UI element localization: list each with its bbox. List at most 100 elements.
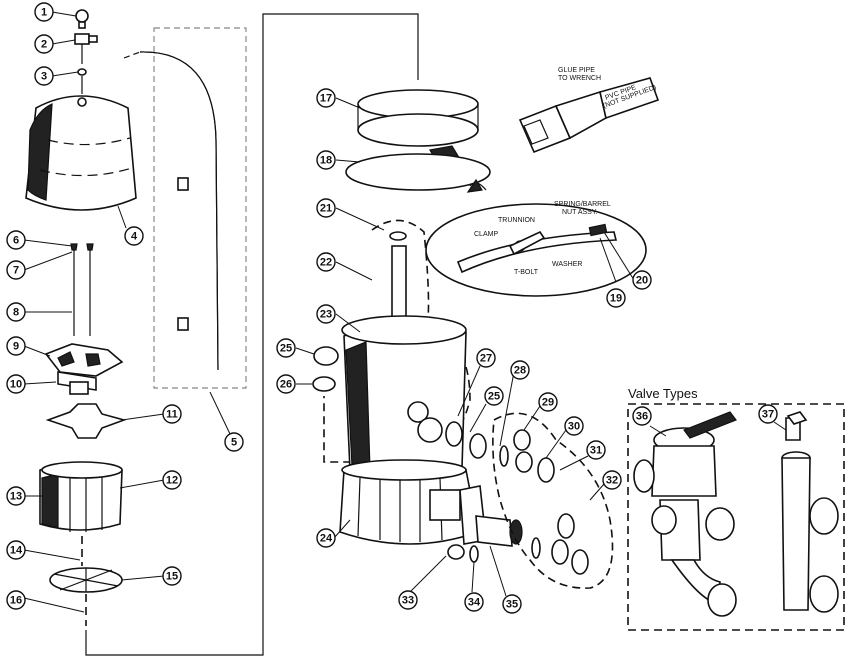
- callout-number: 25: [280, 343, 292, 355]
- callout-number: 9: [13, 341, 19, 353]
- callout-26: 26: [276, 374, 296, 394]
- callout-number: 4: [131, 231, 138, 243]
- filter-cartridge: [39, 461, 123, 532]
- callout-number: 8: [13, 307, 19, 319]
- callout-10: 10: [6, 374, 26, 394]
- callout-number: 14: [10, 545, 23, 557]
- valve-types-title: Valve Types: [628, 386, 698, 401]
- clip-top: [177, 177, 189, 191]
- callout-11: 11: [162, 404, 182, 424]
- callout-24: 24: [316, 528, 336, 548]
- callout-16: 16: [6, 590, 26, 610]
- callout-30: 30: [564, 416, 584, 436]
- callout-18: 18: [316, 150, 336, 170]
- leader-lines: [23, 11, 787, 613]
- callout-33: 33: [398, 590, 418, 610]
- callout-number: 36: [636, 411, 648, 423]
- wrench-tool: [518, 77, 660, 154]
- label-glue-pipe: GLUE PIPE: [558, 67, 595, 74]
- multiport-valve: [633, 411, 737, 617]
- callout-37: 37: [758, 404, 778, 424]
- callout-21: 21: [316, 198, 336, 218]
- callout-number: 17: [320, 93, 332, 105]
- callout-15: 15: [162, 566, 182, 586]
- slide-valve: [781, 411, 839, 613]
- callout-25: 25: [276, 338, 296, 358]
- callout-5: 5: [224, 432, 244, 452]
- union-fittings: [312, 346, 589, 575]
- callout-9: 9: [6, 336, 26, 356]
- callout-22: 22: [316, 252, 336, 272]
- callout-20: 20: [632, 270, 652, 290]
- callout-7: 7: [6, 260, 26, 280]
- callout-number: 29: [542, 397, 554, 409]
- callout-number: 34: [468, 597, 481, 609]
- callout-number: 24: [320, 533, 333, 545]
- callout-number: 7: [13, 265, 19, 277]
- callout-number: 20: [636, 275, 648, 287]
- callout-19: 19: [606, 288, 626, 308]
- callout-32: 32: [602, 470, 622, 490]
- label-clamp: CLAMP: [474, 231, 498, 238]
- drain-assembly: [447, 485, 523, 563]
- lower-manifold: [44, 343, 124, 395]
- clip-bottom: [177, 317, 189, 331]
- callout-number: 2: [41, 39, 47, 51]
- callout-1: 1: [34, 2, 54, 22]
- callout-number: 37: [762, 409, 774, 421]
- callout-number: 19: [610, 293, 622, 305]
- callout-number: 28: [514, 365, 526, 377]
- callout-6: 6: [6, 230, 26, 250]
- callout-17: 17: [316, 88, 336, 108]
- callout-27: 27: [476, 348, 496, 368]
- callout-31: 31: [586, 440, 606, 460]
- callout-markers: 1234567891011121314151617181920212223242…: [6, 2, 778, 614]
- label-washer: WASHER: [552, 261, 582, 268]
- callout-number: 23: [320, 309, 332, 321]
- callout-25: 25: [484, 386, 504, 406]
- callout-number: 31: [590, 445, 602, 457]
- filter-tank: [339, 315, 479, 545]
- pressure-gauge: [75, 9, 89, 29]
- label-to-wrench: TO WRENCH: [558, 75, 601, 82]
- callout-number: 6: [13, 235, 19, 247]
- callout-13: 13: [6, 486, 26, 506]
- callout-number: 12: [166, 475, 178, 487]
- callout-number: 26: [280, 379, 292, 391]
- callout-number: 32: [606, 475, 618, 487]
- tank-clamp: [357, 89, 479, 161]
- callout-28: 28: [510, 360, 530, 380]
- callout-number: 5: [231, 437, 237, 449]
- spoke-wheel: [49, 567, 123, 593]
- callout-number: 35: [506, 599, 518, 611]
- callout-number: 16: [10, 595, 22, 607]
- callout-number: 10: [10, 379, 22, 391]
- union-group-outline: [492, 412, 614, 589]
- callout-number: 30: [568, 421, 580, 433]
- callout-34: 34: [464, 592, 484, 612]
- callout-14: 14: [6, 540, 26, 560]
- callout-35: 35: [502, 594, 522, 614]
- callout-4: 4: [124, 226, 144, 246]
- callout-number: 18: [320, 155, 332, 167]
- callout-number: 15: [166, 571, 178, 583]
- filter-lid-dome: [25, 95, 137, 211]
- air-relief-fitting: [74, 33, 98, 45]
- callout-number: 25: [488, 391, 500, 403]
- callout-number: 22: [320, 257, 332, 269]
- callout-number: 11: [166, 409, 178, 421]
- callout-12: 12: [162, 470, 182, 490]
- callout-8: 8: [6, 302, 26, 322]
- label-nut-assy: NUT ASSY.: [562, 209, 598, 216]
- label-trunnion: TRUNNION: [498, 217, 535, 224]
- connector-line: [85, 13, 419, 656]
- label-t-bolt: T-BOLT: [514, 269, 539, 276]
- callout-number: 27: [480, 353, 492, 365]
- callout-number: 21: [320, 203, 332, 215]
- label-spring-barrel: SPRING/BARREL: [554, 201, 611, 208]
- tank-o-ring: [345, 153, 491, 191]
- callout-23: 23: [316, 304, 336, 324]
- callout-number: 3: [41, 71, 47, 83]
- pipe-kit-box: [153, 27, 247, 389]
